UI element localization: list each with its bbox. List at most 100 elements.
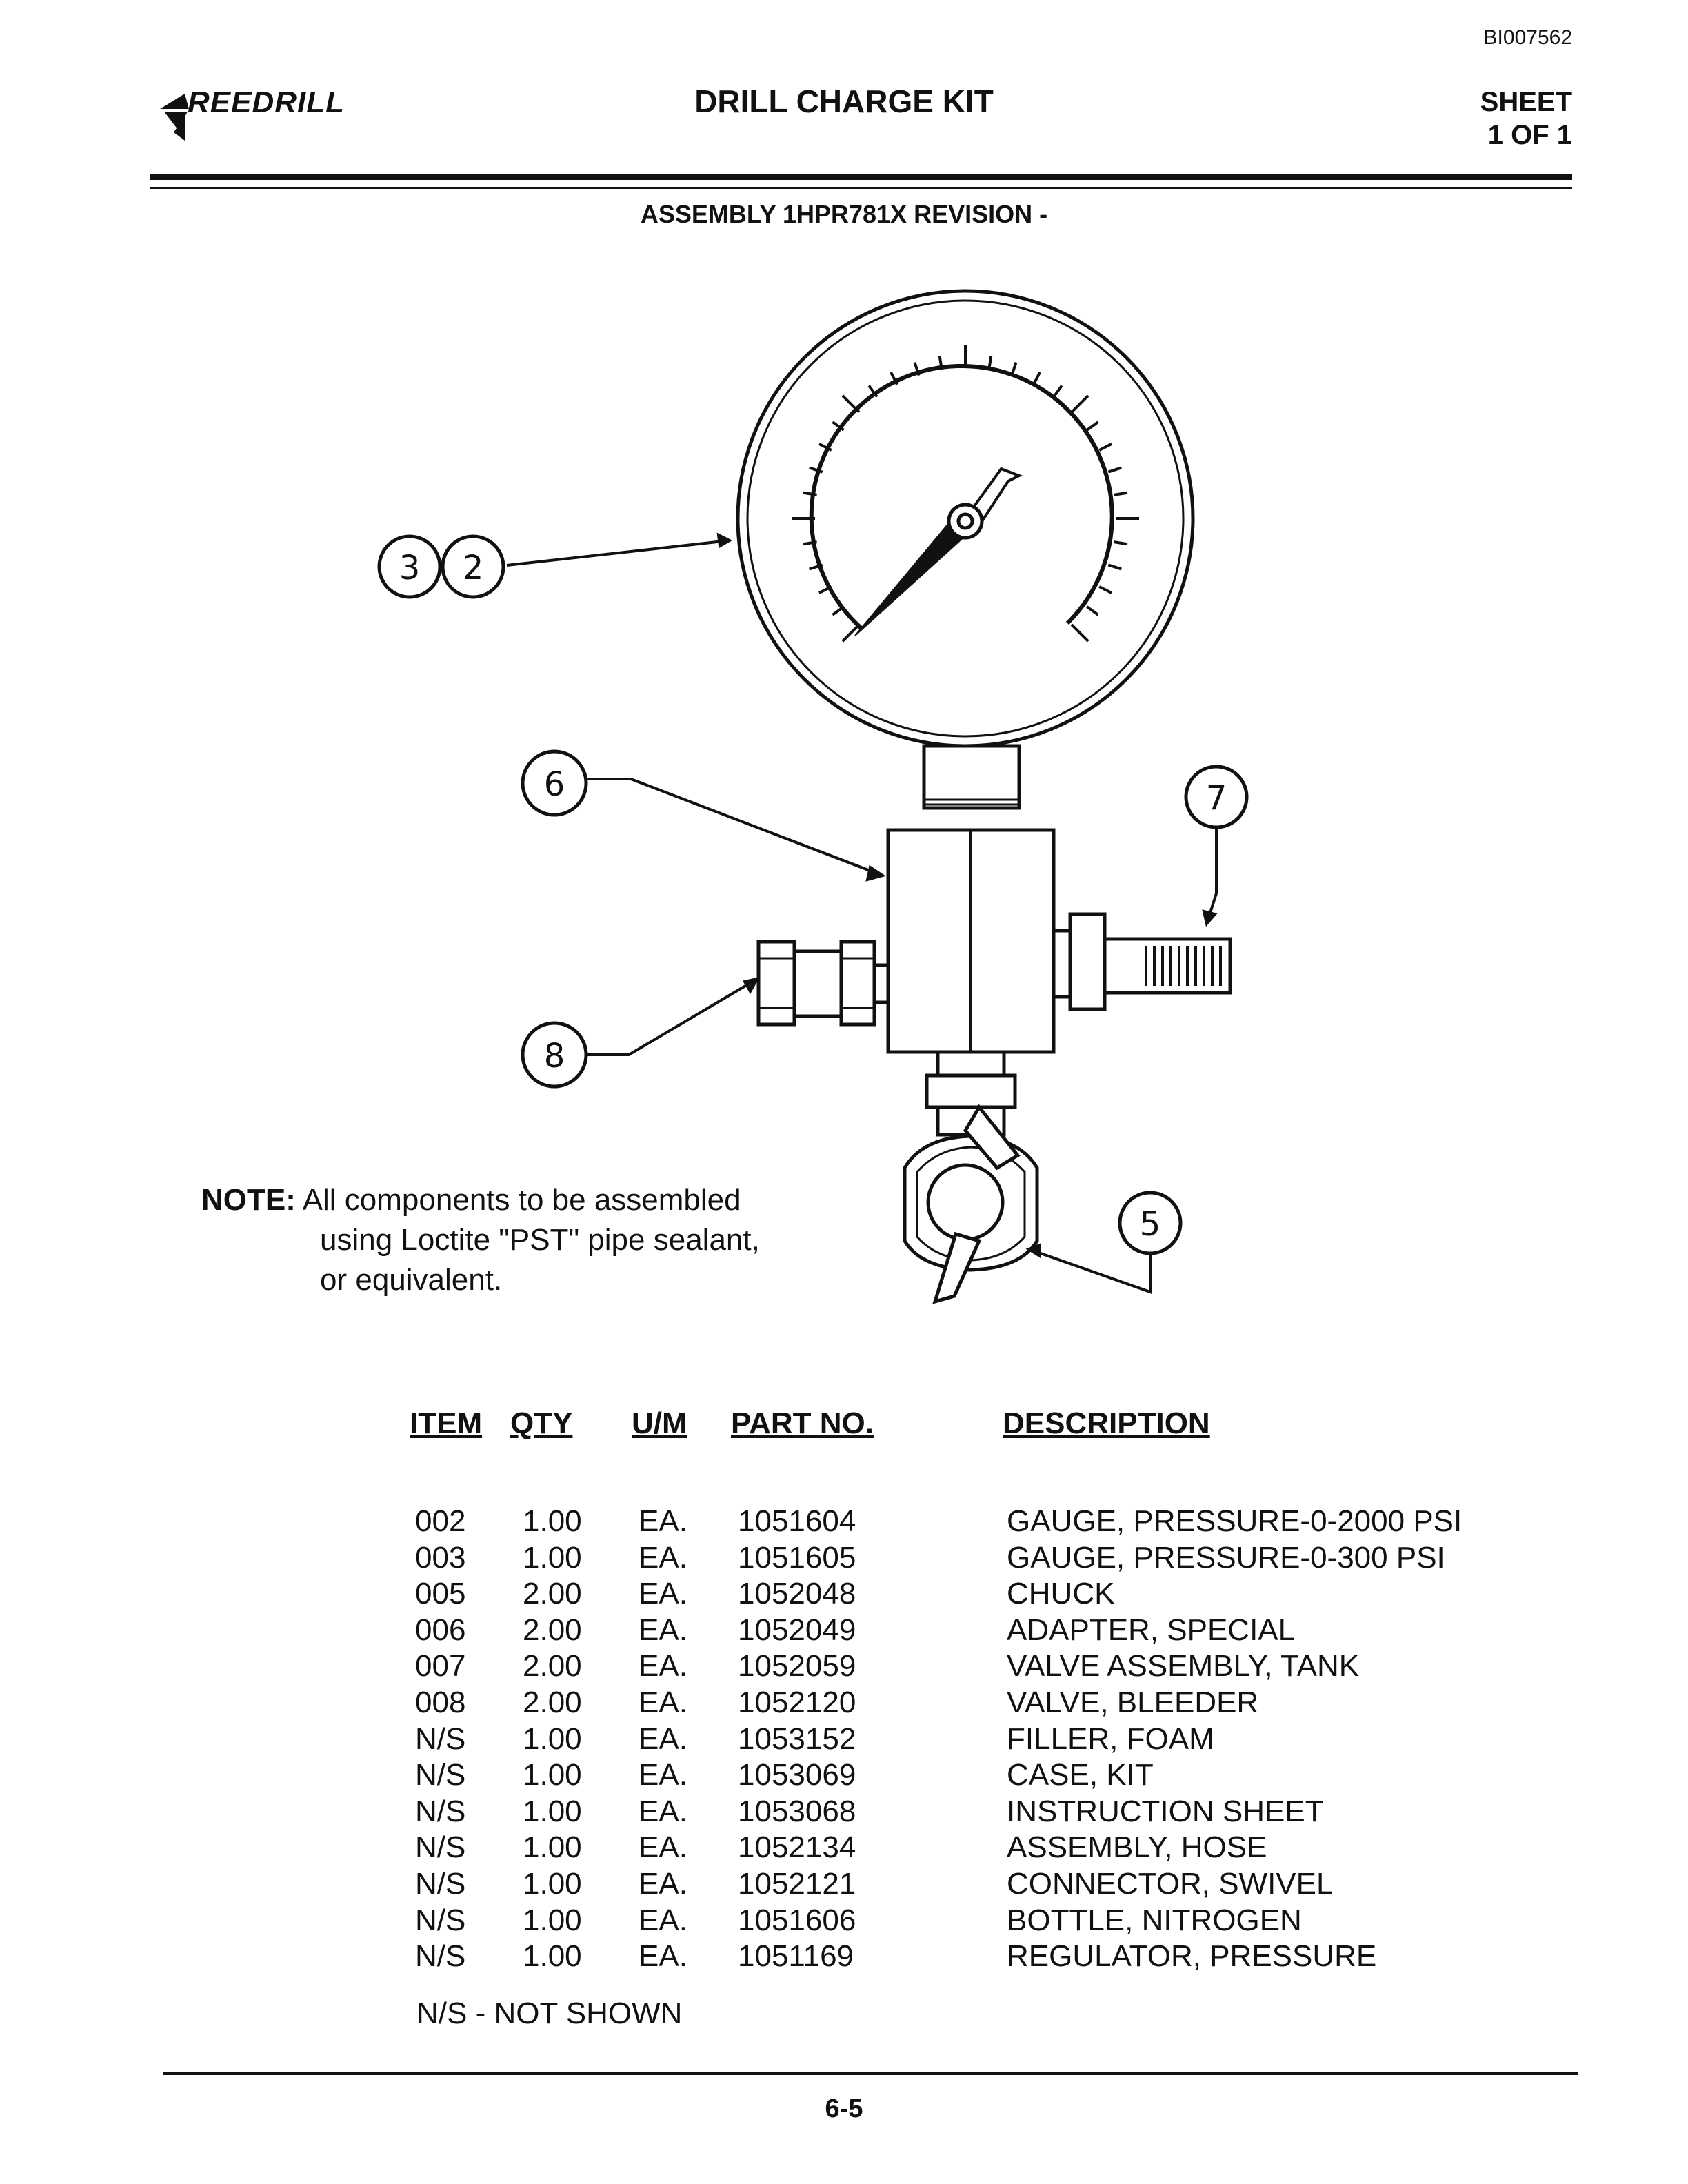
- cell-desc: CHUCK: [1007, 1577, 1115, 1611]
- cell-desc: ASSEMBLY, HOSE: [1007, 1830, 1267, 1865]
- assembly-drawing: 3 2 6 7 8 5: [377, 289, 1249, 1304]
- cell-um: EA.: [639, 1867, 687, 1901]
- cell-qty: 1.00: [523, 1903, 582, 1937]
- cell-qty: 2.00: [523, 1577, 582, 1611]
- header-um: U/M: [632, 1406, 687, 1440]
- footer-rule: [163, 2072, 1578, 2075]
- cell-item: N/S: [415, 1794, 466, 1828]
- pressure-gauge: [736, 289, 1195, 748]
- cell-um: EA.: [639, 1721, 687, 1756]
- callout-6-label: 6: [544, 765, 565, 804]
- gauge-tick: [938, 356, 943, 370]
- gauge-tick: [841, 394, 861, 414]
- gauge-tick: [890, 372, 898, 385]
- page-title: DRILL CHARGE KIT: [694, 83, 994, 119]
- cell-item: 006: [415, 1612, 466, 1647]
- gauge-tick: [1114, 540, 1128, 546]
- cell-qty: 1.00: [523, 1758, 582, 1792]
- cell-part: 1052049: [738, 1612, 856, 1647]
- callout-7-label: 7: [1206, 779, 1227, 818]
- page-number: 6-5: [825, 2094, 863, 2123]
- callout-2-label: 2: [463, 549, 484, 587]
- cell-qty: 2.00: [523, 1612, 582, 1647]
- gauge-tick: [1052, 385, 1063, 398]
- cell-um: EA.: [639, 1903, 687, 1937]
- chuck-assembly: [903, 1050, 1039, 1304]
- cell-um: EA.: [639, 1758, 687, 1792]
- header-part-no: PART NO.: [731, 1406, 874, 1440]
- cell-qty: 2.00: [523, 1649, 582, 1684]
- callout-5-label: 5: [1140, 1205, 1161, 1244]
- cell-item: 003: [415, 1540, 466, 1575]
- cell-um: EA.: [639, 1612, 687, 1647]
- gauge-tick: [1086, 421, 1099, 432]
- header-qty: QTY: [510, 1406, 573, 1440]
- cell-qty: 1.00: [523, 1867, 582, 1901]
- cell-part: 1053068: [738, 1794, 856, 1828]
- gauge-tick: [1070, 623, 1089, 643]
- callout-balloons: [377, 534, 1249, 1255]
- gauge-tick: [803, 491, 817, 496]
- cell-item: N/S: [415, 1758, 466, 1792]
- cell-item: N/S: [415, 1830, 466, 1865]
- sheet-number: SHEET 1 OF 1: [1480, 85, 1572, 152]
- callout-2: [441, 534, 505, 599]
- note-line-2: using Loctite "PST" pipe sealant,: [320, 1223, 760, 1257]
- cell-part: 1053069: [738, 1758, 856, 1792]
- logo-text: REEDRILL: [188, 85, 345, 119]
- callout-8-label: 8: [544, 1037, 565, 1075]
- cell-desc: REGULATOR, PRESSURE: [1007, 1939, 1377, 1974]
- cell-item: N/S: [415, 1721, 466, 1756]
- cell-part: 1052120: [738, 1686, 856, 1719]
- cell-desc: CASE, KIT: [1007, 1758, 1154, 1792]
- callout-3: [377, 534, 442, 599]
- cell-qty: 1.00: [523, 1504, 582, 1538]
- cell-um: EA.: [639, 1504, 687, 1538]
- note-line-3: or equivalent.: [320, 1263, 503, 1297]
- gauge-tick: [1070, 394, 1089, 414]
- gauge-tick: [818, 585, 832, 594]
- cell-part: 1052121: [738, 1867, 856, 1901]
- cell-um: EA.: [639, 1830, 687, 1865]
- cell-item: 005: [415, 1577, 466, 1611]
- header-description: DESCRIPTION: [1003, 1406, 1210, 1440]
- gauge-scale-ticks: [792, 345, 1139, 643]
- cell-qty: 1.00: [523, 1721, 582, 1756]
- cell-item: 002: [415, 1504, 466, 1538]
- cell-desc: FILLER, FOAM: [1007, 1721, 1214, 1756]
- document-id: BI007562: [1483, 26, 1572, 49]
- cell-qty: 1.00: [523, 1939, 582, 1974]
- leader-lines: [506, 532, 1218, 1294]
- not-shown-footnote: N/S - NOT SHOWN: [416, 1996, 683, 2030]
- cell-desc: ADAPTER, SPECIAL: [1007, 1612, 1296, 1647]
- callout-6: [521, 749, 588, 817]
- header-rule-thin: [150, 187, 1572, 189]
- gauge-tick: [832, 605, 845, 616]
- cell-desc: INSTRUCTION SHEET: [1007, 1794, 1324, 1828]
- reedrill-logo: REEDRILL: [157, 81, 364, 157]
- cell-part: 1051169: [738, 1939, 854, 1974]
- callout-7: [1184, 765, 1249, 829]
- gauge-tick: [803, 540, 817, 546]
- cell-item: 008: [415, 1686, 466, 1719]
- cell-desc: VALVE, BLEEDER: [1007, 1686, 1259, 1719]
- gauge-tick: [1098, 443, 1112, 452]
- cell-desc: GAUGE, PRESSURE-0-2000 PSI: [1007, 1504, 1463, 1538]
- note-line-1: All components to be assembled: [302, 1183, 741, 1217]
- gauge-tick: [1107, 563, 1122, 571]
- cell-desc: CONNECTOR, SWIVEL: [1007, 1867, 1334, 1901]
- cell-um: EA.: [639, 1939, 687, 1974]
- assembly-subtitle: ASSEMBLY 1HPR781X REVISION -: [640, 200, 1048, 228]
- gauge-stem: [922, 744, 1021, 810]
- gauge-tick: [818, 443, 832, 452]
